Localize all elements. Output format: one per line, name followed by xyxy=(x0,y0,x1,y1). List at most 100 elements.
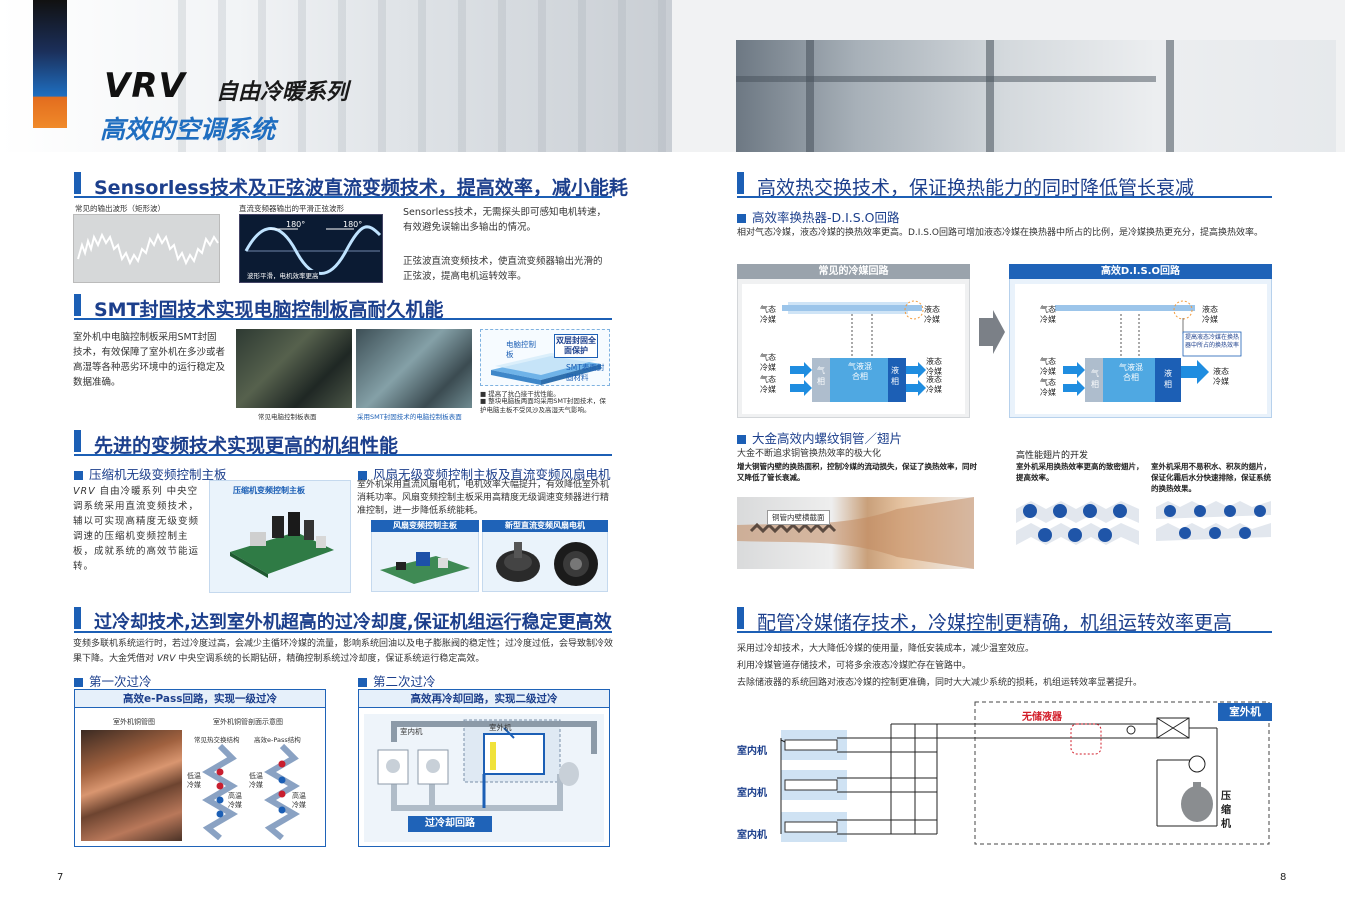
header-accent-bar xyxy=(33,0,67,128)
s4-lbl-diagram: 室外机铜管剖面示意图 xyxy=(213,718,283,726)
r1-sub-2: 大金高效内螺纹铜管／翅片 xyxy=(737,428,902,447)
s3-sub-2-marker xyxy=(358,471,367,480)
s2-diagram-double-label: 双层封固全面保护 xyxy=(554,334,598,358)
s3-compressor-board xyxy=(226,502,338,582)
s2-board-photo-smt xyxy=(356,329,472,408)
s1-deg-label-2: 180° xyxy=(343,220,363,229)
s2-board-photo-common xyxy=(236,329,352,408)
r1-diso-gas-phase: 气相 xyxy=(1091,369,1099,389)
s1-paragraph-2: 正弦波直流变频技术，使直流变频器输出光滑的正弦波，提高电机运转效率。 xyxy=(403,256,603,282)
r1-common-liq-out: 液态冷媒 xyxy=(924,305,940,324)
s2-caption-common: 常见电脑控制板表面 xyxy=(258,413,317,421)
s4-p-a: 变频多联机系统运行时，若过冷度过高，会减少主循环冷媒的流量，影响系统回油以及电子… xyxy=(73,639,614,664)
s2-caption-smt: 采用SMT封固技术的电脑控制板表面 xyxy=(357,413,462,421)
header-subtitle: 高效的空调系统 xyxy=(100,115,276,144)
s3-p1-text: 自由冷暖系列 中央空调系统采用直流变频技术，辅以可实现高精度无级变频调速的压缩机… xyxy=(73,486,200,572)
r2-compressor: 压缩机 xyxy=(1221,791,1231,830)
s3-title-bar xyxy=(74,430,81,452)
r2-title-bar xyxy=(737,607,744,629)
r1-title: 高效热交换技术，保证换热能力的同时降低管长衰减 xyxy=(757,177,1195,199)
r1-diso-note: 提高液态冷媒在换热器中所占的换热效率 xyxy=(1185,334,1240,349)
s1-square-wave-graph xyxy=(73,214,220,283)
s4-lbl-common: 常见热交换结构 xyxy=(194,736,240,744)
r1-common-mix-phase: 气液混合相 xyxy=(848,362,872,381)
r1-common-gas-phase: 气相 xyxy=(817,366,825,386)
r2-indoor-1: 室内机 xyxy=(737,746,767,757)
r1-diso-liq-phase: 液相 xyxy=(1164,369,1172,389)
r2-indoor-3: 室内机 xyxy=(737,830,767,841)
s4-epass-structure xyxy=(262,743,302,841)
r1-sub-2-marker xyxy=(737,435,746,444)
s4-p-brand: VRV xyxy=(156,654,176,664)
r1-sub-2-text: 大金高效内螺纹铜管／翅片 xyxy=(752,431,903,446)
s4-lbl-high-2: 高温冷媒 xyxy=(292,792,306,809)
window-transom xyxy=(736,76,1156,82)
s1-wave-caption: 波形平滑，电机效率更高 xyxy=(247,270,319,280)
s4-paragraph: 变频多联机系统运行时，若过冷度过高，会减少主循环冷媒的流量，影响系统回油以及电子… xyxy=(73,637,613,667)
r1-diso-title: 高效D.I.S.O回路 xyxy=(1009,264,1272,279)
r2-paragraph-3: 去除储液器的系统回路对液态冷媒的控制更准确，同时大大减少系统的损耗，机组运转效率… xyxy=(737,678,1143,688)
header-cityscape xyxy=(160,0,672,152)
s4-subcool-title: 高效再冷却回路，实现二级过冷 xyxy=(359,690,609,708)
s4-lbl-low-1: 低温冷媒 xyxy=(187,772,201,789)
s3-title: 先进的变频技术实现更高的机组性能 xyxy=(94,435,399,457)
s1-title: Sensorless技术及正弦波直流变频技术，提高效率，减小能耗 xyxy=(94,177,628,199)
s2-title-line xyxy=(74,318,612,320)
window-frame xyxy=(736,40,1336,152)
s3-sub-2-text: 风扇无级变频控制主板及直流变频风扇电机 xyxy=(373,467,611,482)
s1-paragraph-1: Sensorless技术，无需探头即可感知电机转速，有效避免误输出多输出的情况。 xyxy=(403,207,606,233)
s3-fan-motor-image xyxy=(488,536,604,590)
r1-diso-liq-out: 液态冷媒 xyxy=(1202,305,1218,324)
r2-title: 配管冷媒储存技术，冷媒控制更精确，机组运转效率更高 xyxy=(757,612,1233,634)
r2-paragraph-1: 采用过冷却技术，大大降低冷媒的使用量，降低安装成本，减少温室效应。 xyxy=(737,644,1035,654)
s1-title-bar xyxy=(74,172,81,194)
s4-sub-2: 第二次过冷 xyxy=(358,671,436,690)
s4-lbl-epass: 高效e-Pass结构 xyxy=(254,736,301,744)
r1-paragraph-2: 大金不断追求铜管换热效率的极大化 xyxy=(737,449,882,459)
s3-board-label: 压缩机变频控制主板 xyxy=(233,486,305,495)
s4-sub-1: 第一次过冷 xyxy=(74,671,152,690)
s2-diagram-board-label: 电脑控制板 xyxy=(506,340,536,359)
s3-sub-1-text: 压缩机无级变频控制主板 xyxy=(89,467,227,482)
s4-title: 过冷却技术,达到室外机超高的过冷却度,保证机组运行稳定更高效 xyxy=(94,612,612,633)
r1-diso-gas-2: 气态冷媒 xyxy=(1040,378,1056,397)
r1-fin-title: 高性能翅片的开发 xyxy=(1016,451,1089,461)
s3-p1-brand: VRV xyxy=(73,486,96,497)
r1-common-liq-2: 液态冷媒 xyxy=(926,375,942,394)
r1-diso-liq-result: 液态冷媒 xyxy=(1213,367,1229,386)
r1-pipe-label: 铜管内壁横截面 xyxy=(767,510,830,525)
r2-title-line xyxy=(737,631,1272,633)
r1-sub-1: 高效率换热器-D.I.S.O回路 xyxy=(737,207,900,226)
r1-fin-dense xyxy=(1016,497,1139,549)
r1-common-title: 常见的冷媒回路 xyxy=(737,264,970,279)
r2-no-accumulator: 无储液器 xyxy=(1022,712,1062,723)
s3-sub-2: 风扇无级变频控制主板及直流变频风扇电机 xyxy=(358,464,611,483)
s4-lbl-outdoor: 室外机 xyxy=(489,723,512,732)
r1-common-gas-in: 气态冷媒 xyxy=(760,305,776,324)
s4-lbl-low-2: 低温冷媒 xyxy=(249,772,263,789)
r2-indoor-2: 室内机 xyxy=(737,788,767,799)
r1-pipe-photo xyxy=(737,497,974,569)
s4-lbl-high-1: 高温冷媒 xyxy=(228,792,242,809)
s2-title: SMT封固技术实现电脑控制板高耐久机能 xyxy=(94,299,444,321)
r1-diso-diagram xyxy=(1015,284,1267,414)
s1-label-sine-wave: 直流变频器输出的平滑正弦波形 xyxy=(239,204,344,213)
s3-sub-1-marker xyxy=(74,471,83,480)
s3-fan-board-bar: 风扇变频控制主板 xyxy=(371,520,479,532)
r1-common-gas-1: 气态冷媒 xyxy=(760,353,776,372)
s3-fan-motor-bar: 新型直流变频风扇电机 xyxy=(482,520,608,532)
r1-fin-paragraph-1: 室外机采用换热效率更高的致密翅片，提高效率。 xyxy=(1016,462,1144,482)
page-number-right: 8 xyxy=(1280,872,1287,883)
s4-lbl-pipe: 室外机铜管图 xyxy=(113,718,155,726)
r2-paragraph-2: 利用冷媒管道存储技术，可将多余液态冷媒贮存在管路中。 xyxy=(737,661,972,671)
header-series: 自由冷暖系列 xyxy=(216,80,349,105)
r1-diso-gas-1: 气态冷媒 xyxy=(1040,357,1056,376)
s3-fan-board-image xyxy=(376,536,474,590)
r1-fin-paragraph-2: 室外机采用不易积水、积灰的翅片，保证化霜后水分快速排除，保证系统的换热效果。 xyxy=(1151,462,1271,493)
s4-pipe-photo xyxy=(81,730,182,841)
s2-title-bar xyxy=(74,294,81,316)
r1-title-bar xyxy=(737,172,744,194)
r1-common-liq-1: 液态冷媒 xyxy=(926,357,942,376)
r1-diso-mix-phase: 气液混合相 xyxy=(1119,363,1143,382)
s4-title-line xyxy=(74,631,612,633)
